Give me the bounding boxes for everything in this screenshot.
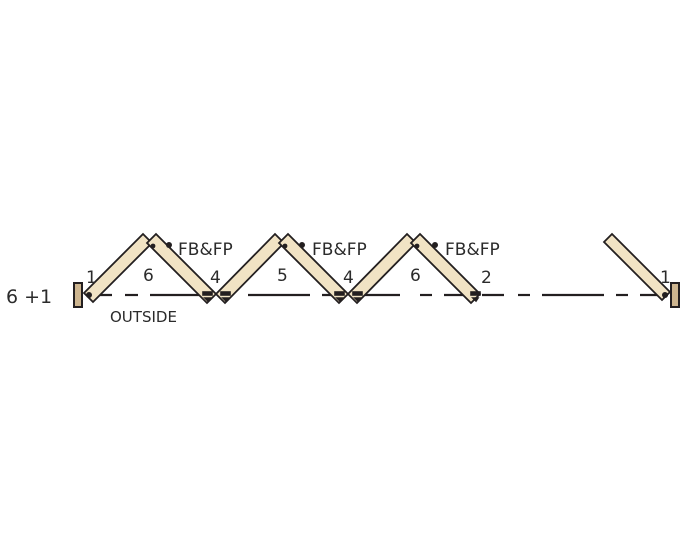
panel-number-2: 2 [481, 268, 492, 288]
hinge-icon [334, 291, 345, 296]
panel-number-6-b: 6 [410, 266, 421, 286]
hardware-dots [150, 242, 438, 249]
hinge-icon [202, 291, 213, 296]
panel-right-single [602, 232, 672, 302]
right-jamb [670, 282, 680, 308]
flush-bolt-dot [414, 243, 420, 249]
bottom-hinges [202, 291, 481, 303]
panel-number-6-a: 6 [143, 266, 154, 286]
finger-pull-dot [166, 242, 172, 248]
right-pivot-dot [662, 292, 668, 298]
configuration-label: 6 +1 [6, 286, 52, 308]
panel-number-5: 5 [277, 266, 288, 286]
hardware-label-2: FB&FP [312, 240, 367, 260]
pivot-icon [471, 297, 480, 303]
panel-number-4-a: 4 [210, 268, 221, 288]
hinge-icon [352, 291, 363, 296]
outside-label: OUTSIDE [110, 308, 177, 326]
panel-number-1-right: 1 [660, 268, 671, 288]
hinge-icon [220, 291, 231, 296]
left-pivot-dot [86, 292, 92, 298]
pivot-icon [353, 297, 362, 303]
flush-bolt-dot [282, 243, 288, 249]
left-jamb [73, 282, 83, 308]
pivot-icon [221, 297, 230, 303]
finger-pull-dot [432, 242, 438, 248]
finger-pull-dot [299, 242, 305, 248]
hardware-label-1: FB&FP [178, 240, 233, 260]
hardware-label-3: FB&FP [445, 240, 500, 260]
pivot-icon [203, 297, 212, 303]
panel-number-4-b: 4 [343, 268, 354, 288]
hinge-icon [470, 291, 481, 296]
panel-number-1-left: 1 [86, 268, 97, 288]
flush-bolt-dot [150, 243, 156, 249]
pivot-icon [335, 297, 344, 303]
